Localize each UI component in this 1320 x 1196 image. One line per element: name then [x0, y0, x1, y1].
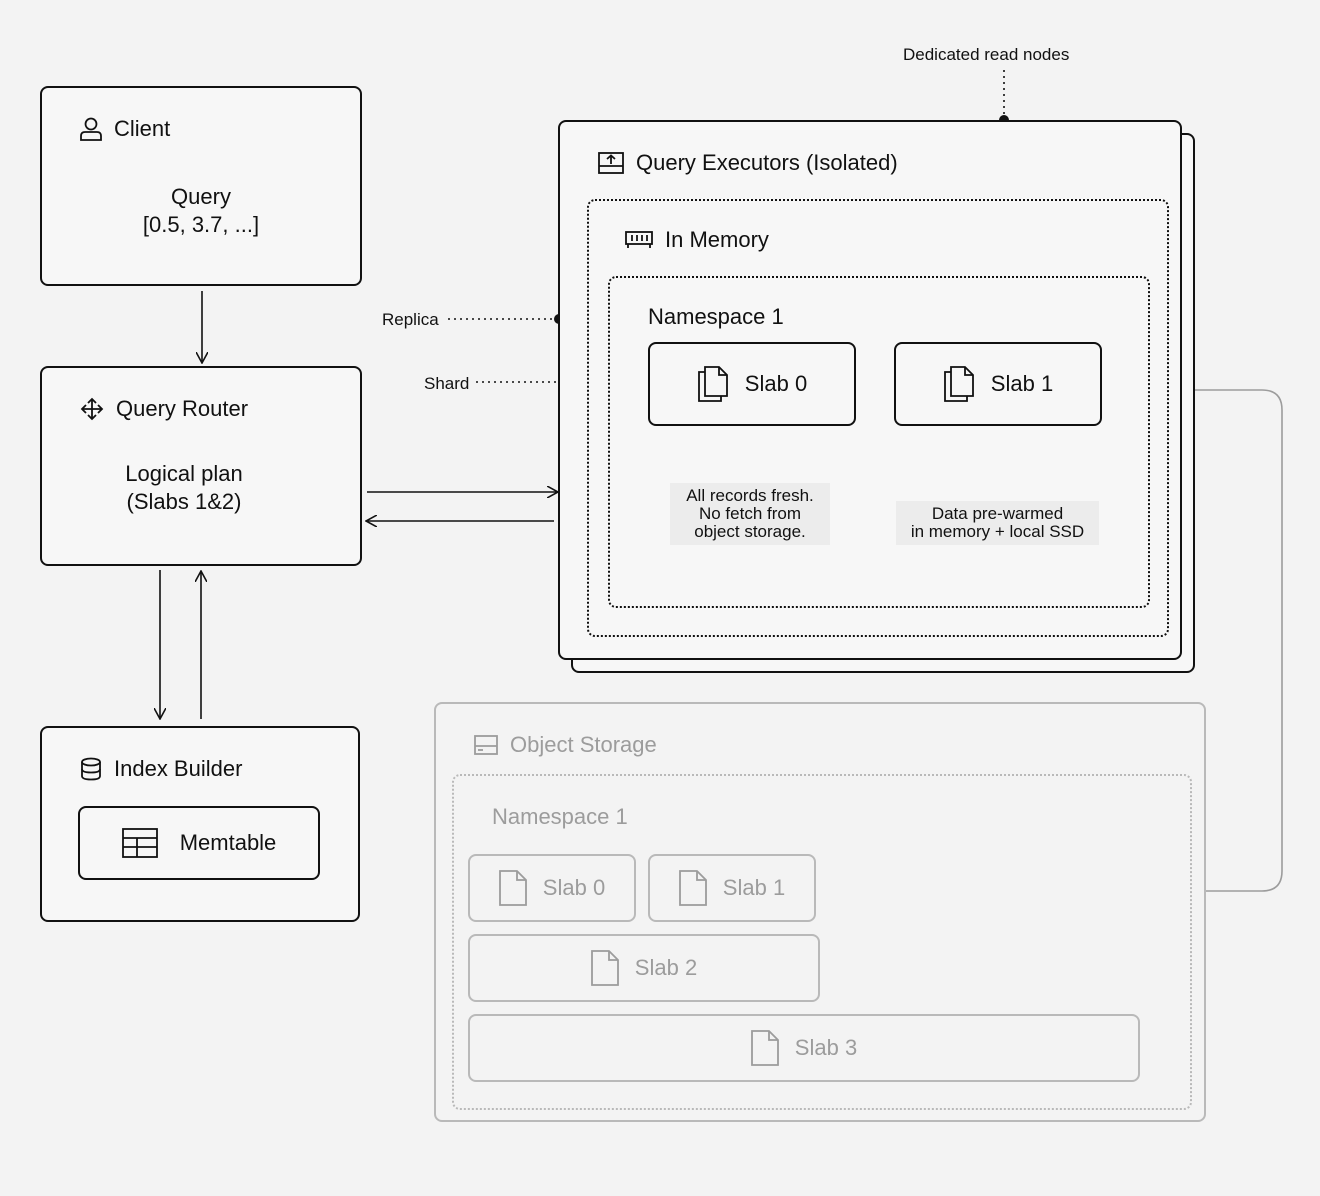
dedicated-label: Dedicated read nodes: [903, 45, 1070, 64]
storage-slab-3: Slab 3: [468, 1014, 1140, 1082]
storage-namespace-title: Namespace 1: [492, 804, 628, 829]
copy-icon: [943, 366, 974, 402]
memory-slab-0: Slab 0: [648, 342, 856, 426]
move-icon: [80, 397, 104, 421]
client-box: Client Query [0.5, 3.7, ...]: [40, 86, 362, 286]
file-icon: [498, 870, 527, 906]
memtable-label: Memtable: [179, 830, 277, 855]
memory-slab-1: Slab 1: [894, 342, 1102, 426]
storage-slab-0: Slab 0: [468, 854, 636, 922]
client-title: Client: [114, 116, 171, 141]
memory-chip-icon: [625, 231, 653, 248]
memory-title: In Memory: [665, 227, 769, 252]
storage-slab-1-label: Slab 1: [722, 875, 786, 900]
plan-line2: (Slabs 1&2): [126, 489, 242, 514]
storage-slab-3-label: Slab 3: [794, 1035, 858, 1060]
storage-slab-2-label: Slab 2: [634, 955, 698, 980]
shard-label: Shard: [424, 374, 470, 393]
table-icon: [121, 828, 158, 858]
index-builder-box: Index Builder Memtable: [40, 726, 360, 922]
memory-slab-1-label: Slab 1: [990, 371, 1054, 396]
executors-title: Query Executors (Isolated): [636, 150, 898, 175]
file-icon: [750, 1030, 779, 1066]
storage-slab-1: Slab 1: [648, 854, 816, 922]
client-header: Client: [80, 116, 170, 142]
router-header: Query Router: [80, 396, 248, 422]
executors-header: Query Executors (Isolated): [598, 150, 898, 176]
query-label: Query: [171, 184, 231, 209]
namespace-title: Namespace 1: [648, 304, 784, 329]
user-icon: [80, 117, 102, 141]
query-router-box: Query Router Logical plan (Slabs 1&2): [40, 366, 362, 566]
index-title: Index Builder: [114, 756, 243, 781]
query-executors-box: Query Executors (Isolated) In Memory Nam…: [558, 120, 1182, 660]
storage-slab-2: Slab 2: [468, 934, 820, 1002]
index-header: Index Builder: [80, 756, 242, 782]
storage-slab-0-label: Slab 0: [542, 875, 606, 900]
client-query: Query [0.5, 3.7, ...]: [42, 183, 360, 239]
in-memory-container: In Memory Namespace 1 Slab 0: [587, 199, 1169, 637]
upload-icon: [598, 152, 624, 174]
storage-header: Object Storage: [474, 732, 657, 758]
prewarm-path: [820, 390, 1283, 892]
database-icon: [81, 757, 101, 781]
query-vector: [0.5, 3.7, ...]: [142, 212, 260, 237]
slab-0-note: All records fresh. No fetch from object …: [670, 483, 830, 545]
storage-title: Object Storage: [510, 732, 657, 757]
memtable-box: Memtable: [78, 806, 320, 880]
replica-label: Replica: [382, 310, 439, 329]
file-icon: [590, 950, 619, 986]
memory-slab-0-label: Slab 0: [744, 371, 808, 396]
hard-drive-icon: [474, 735, 498, 755]
slab-1-note: Data pre-warmed in memory + local SSD: [896, 501, 1099, 545]
file-icon: [678, 870, 707, 906]
router-plan: Logical plan (Slabs 1&2): [42, 460, 326, 516]
storage-namespace-container: Namespace 1: [452, 774, 1192, 1110]
router-title: Query Router: [116, 396, 249, 421]
namespace-container: Namespace 1 Slab 0 Slab 1: [608, 276, 1150, 608]
copy-icon: [697, 366, 728, 402]
plan-line1: Logical plan: [125, 461, 243, 486]
memory-header: In Memory: [625, 227, 769, 253]
